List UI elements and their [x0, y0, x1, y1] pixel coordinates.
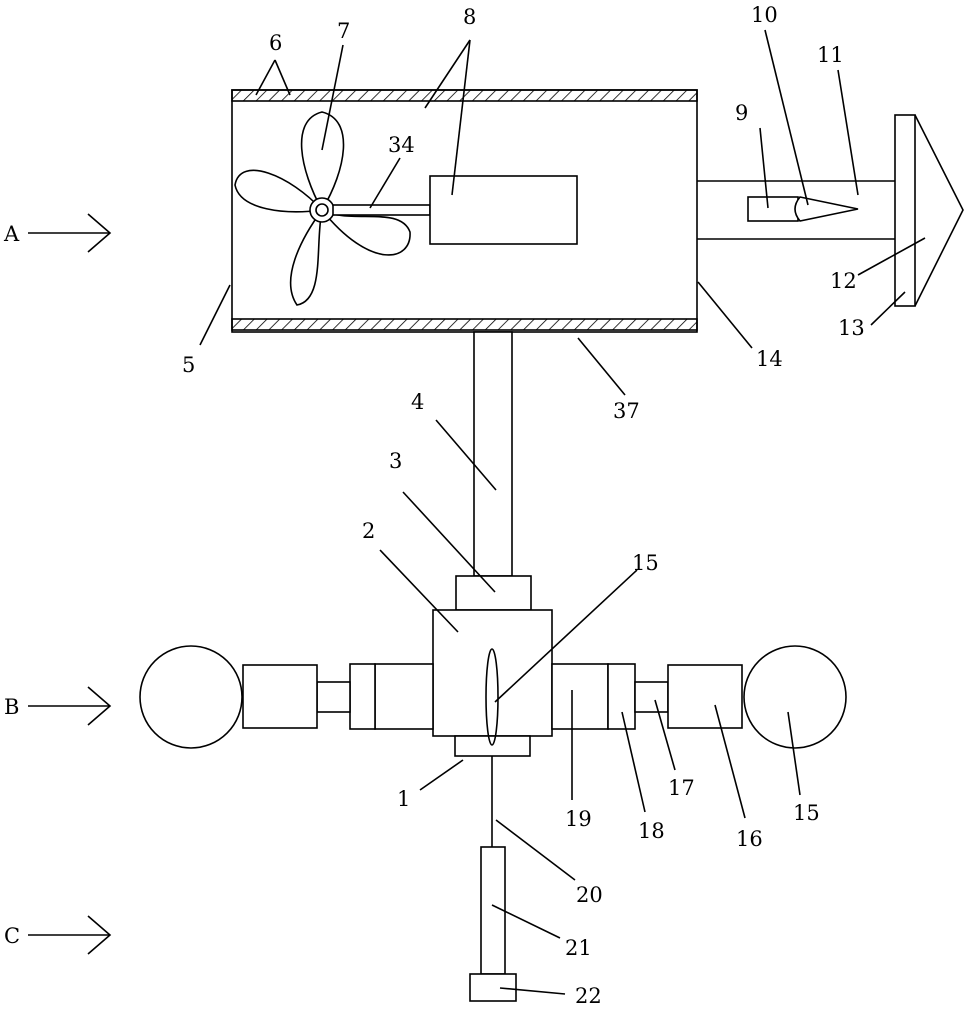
fan-hub	[310, 198, 334, 222]
part-label: 4	[411, 390, 424, 414]
part-label: 21	[565, 936, 592, 960]
part-label: 17	[668, 776, 695, 800]
part-label: 13	[838, 316, 865, 340]
column-connector	[456, 576, 531, 610]
part-label: 15	[793, 801, 820, 825]
housing-bottom-wall	[232, 319, 697, 330]
left-wheel	[140, 646, 242, 748]
marker-c-label: C	[4, 924, 20, 948]
part-label: 10	[751, 3, 778, 27]
part-label: 5	[182, 353, 195, 377]
part-label: 18	[638, 819, 665, 843]
part-label: 19	[565, 807, 592, 831]
part-label: 20	[576, 883, 603, 907]
part-label: 2	[362, 519, 375, 543]
part-label: 3	[389, 449, 402, 473]
section-arrow-a	[28, 214, 110, 252]
part-label: 7	[337, 19, 350, 43]
part-label: 12	[830, 269, 857, 293]
section-arrow-b	[28, 687, 110, 725]
central-block-base	[455, 736, 530, 756]
lower-cylinder	[481, 847, 505, 974]
part-label: 14	[756, 347, 783, 371]
part-label: 1	[397, 787, 410, 811]
part-label: 34	[388, 133, 415, 157]
part-label: 15	[632, 551, 659, 575]
left-arm	[140, 646, 433, 748]
motor-block	[430, 176, 577, 244]
part-label: 11	[817, 43, 844, 67]
part-label: 16	[736, 827, 763, 851]
right-wheel	[744, 646, 846, 748]
marker-a-label: A	[3, 222, 20, 246]
bottom-cap	[470, 974, 516, 1001]
probe-body	[748, 197, 798, 221]
part-label: 8	[463, 5, 476, 29]
flange-plate	[895, 115, 915, 306]
part-label: 9	[735, 101, 748, 125]
marker-b-label: B	[4, 695, 19, 719]
central-block	[433, 610, 552, 736]
right-arm	[552, 646, 846, 748]
probe-tip	[795, 197, 858, 221]
part-label: 6	[269, 31, 282, 55]
cone-head	[915, 115, 963, 306]
part-label: 37	[613, 399, 640, 423]
section-arrow-c	[28, 916, 110, 954]
fan-shaft	[333, 205, 430, 215]
part-label: 22	[575, 984, 602, 1008]
support-column	[474, 332, 512, 576]
